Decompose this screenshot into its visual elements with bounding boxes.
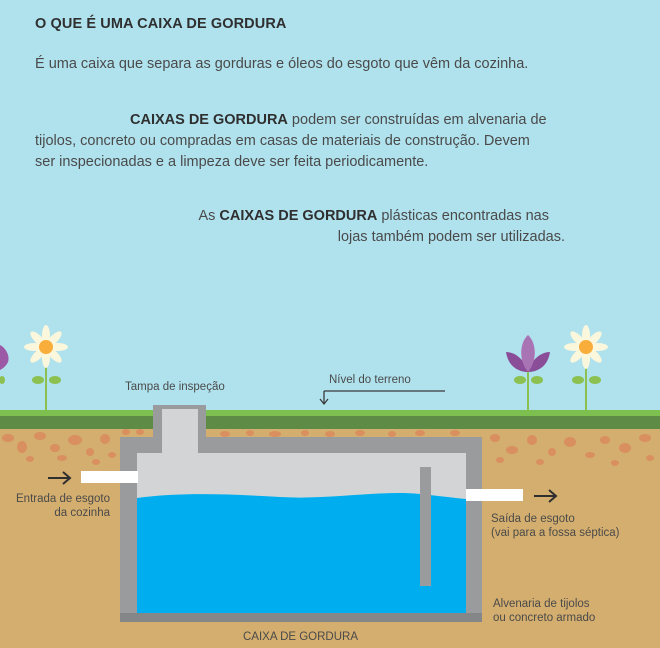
text-line: Saída de esgoto	[491, 513, 575, 525]
construction-paragraph: CAIXAS DE GORDURA podem ser construídas …	[35, 110, 547, 173]
text-line: (vai para a fossa séptica)	[491, 527, 620, 539]
plastic-boxes-paragraph: As CAIXAS DE GORDURA plásticas encontrad…	[35, 206, 565, 248]
inlet-pipe	[81, 471, 138, 483]
text-line: tijolos, concreto ou compradas em casas …	[35, 133, 530, 149]
text-line: lojas também podem ser utilizadas.	[337, 229, 565, 245]
text-line: Entrada de esgoto	[16, 493, 110, 505]
bold-term: CAIXAS DE GORDURA	[130, 112, 288, 128]
ground-level-label: Nível do terreno	[329, 374, 411, 386]
text-line: Alvenaria de tijolos	[493, 598, 590, 610]
tulip-icon	[506, 335, 550, 410]
inlet-arrow-icon	[48, 471, 72, 485]
outlet-label: Saída de esgoto (vai para a fossa séptic…	[491, 512, 619, 540]
grass-band	[0, 416, 660, 429]
text-span: podem ser construídas em alvenaria de	[287, 112, 547, 128]
baffle-wall	[420, 467, 431, 586]
text-span: As	[198, 208, 220, 224]
inspection-lid-label: Tampa de inspeção	[125, 381, 225, 393]
pebbles	[2, 429, 654, 466]
intro-text: É uma caixa que separa as gorduras e óle…	[35, 56, 529, 72]
text-line: ser inspecionadas e a limpeza deve ser f…	[35, 154, 429, 170]
page-title: O QUE É UMA CAIXA DE GORDURA	[35, 16, 287, 32]
box-caption: CAIXA DE GORDURA	[243, 631, 359, 643]
box-floor	[120, 613, 482, 622]
text-line: da cozinha	[54, 507, 110, 519]
text-span: plásticas encontradas nas	[377, 208, 549, 224]
water	[137, 493, 466, 613]
daisy-icon	[564, 325, 608, 410]
text-line: ou concreto armado	[493, 612, 596, 624]
tulip-icon	[0, 345, 9, 384]
inspection-shaft	[162, 409, 198, 459]
bold-term: CAIXAS DE GORDURA	[219, 208, 378, 224]
outlet-arrow-icon	[534, 489, 558, 503]
wall-material-label: Alvenaria de tijolos ou concreto armado	[493, 597, 595, 625]
daisy-icon	[24, 325, 68, 410]
ground-level-arrow-icon	[319, 390, 445, 406]
inlet-label: Entrada de esgoto da cozinha	[0, 492, 110, 520]
grass-top	[0, 410, 660, 416]
outlet-pipe	[466, 489, 523, 501]
